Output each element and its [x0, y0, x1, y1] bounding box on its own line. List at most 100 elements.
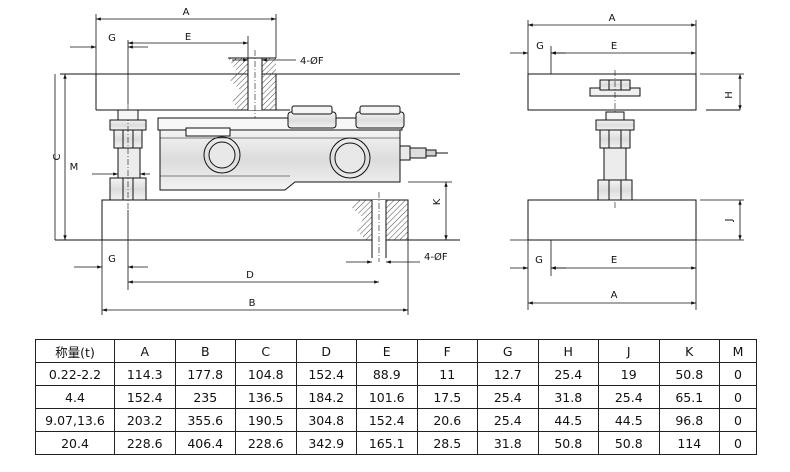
cell: 44.5	[537, 408, 599, 432]
load-cell-beam	[157, 117, 403, 191]
cell: 152.4	[295, 362, 357, 386]
end-base-plate	[527, 199, 697, 241]
cell: 0	[719, 408, 757, 432]
table-header-row: 称量(t) A B C D E F G H J K M	[35, 339, 757, 363]
cell: 96.8	[658, 408, 720, 432]
end-dim-label-e-bottom: E	[611, 255, 617, 266]
end-dim-label-h: H	[724, 91, 735, 99]
cell: 20.6	[416, 408, 478, 432]
cell: 190.5	[235, 408, 297, 432]
cell: 50.8	[537, 431, 599, 455]
cell: 355.6	[174, 408, 236, 432]
cable-connector	[399, 145, 448, 161]
cell: 4.4	[35, 385, 115, 409]
cell: 184.2	[295, 385, 357, 409]
technical-drawing: A G E 4-ØF C M K G D 4-ØF B	[52, 7, 744, 315]
end-dim-label-e-top: E	[611, 41, 617, 52]
cell: 235	[174, 385, 236, 409]
end-view: A G E H J G E A	[510, 13, 744, 310]
dim-label-f-top: 4-ØF	[300, 55, 324, 67]
cell: 25.4	[598, 385, 660, 409]
cell: 342.9	[295, 431, 357, 455]
dim-label-b: B	[249, 298, 256, 309]
cell: 50.8	[658, 362, 720, 386]
cell: 31.8	[537, 385, 599, 409]
end-dim-label-j: J	[724, 219, 735, 223]
left-mounting-bolt	[109, 104, 147, 210]
cell: 65.1	[658, 385, 720, 409]
header-c: C	[235, 339, 297, 363]
specification-table: 称量(t) A B C D E F G H J K M 0.22-2.2 114…	[35, 339, 757, 455]
bottom-bolt-hole-section	[352, 192, 408, 262]
dim-label-e: E	[185, 32, 191, 43]
header-f: F	[416, 339, 478, 363]
end-dim-label-a-bottom: A	[611, 290, 618, 301]
header-m: M	[719, 339, 757, 363]
dim-label-g-top: G	[108, 33, 116, 44]
cell: 177.8	[174, 362, 236, 386]
cell: 25.4	[537, 362, 599, 386]
cell: 0.22-2.2	[35, 362, 115, 386]
cell: 228.6	[235, 431, 297, 455]
end-dim-label-g-bottom: G	[535, 255, 543, 266]
cell: 114	[658, 431, 720, 455]
cell: 228.6	[114, 431, 176, 455]
beam-top-nuts	[287, 105, 405, 129]
end-dim-label-g-top: G	[536, 41, 544, 52]
dim-label-g-bottom: G	[108, 254, 116, 265]
cell: 165.1	[356, 431, 418, 455]
side-view-dim-labels: A G E 4-ØF C M K G D 4-ØF B	[52, 7, 448, 309]
dim-label-m: M	[70, 162, 79, 173]
header-h: H	[537, 339, 599, 363]
cell: 136.5	[235, 385, 297, 409]
top-bolt-hole-section	[228, 50, 276, 118]
side-view-dimensions	[54, 14, 452, 315]
cell: 20.4	[35, 431, 115, 455]
dim-label-f-bottom: 4-ØF	[424, 251, 448, 263]
cell: 406.4	[174, 431, 236, 455]
cell: 203.2	[114, 408, 176, 432]
cell: 50.8	[598, 431, 660, 455]
dim-label-d: D	[246, 270, 254, 281]
table-row: 20.4 228.6 406.4 228.6 342.9 165.1 28.5 …	[35, 431, 757, 455]
cell: 17.5	[416, 385, 478, 409]
dim-label-k: K	[432, 198, 443, 205]
cell: 0	[719, 431, 757, 455]
cell: 25.4	[477, 408, 539, 432]
cell: 0	[719, 362, 757, 386]
header-k: K	[658, 339, 720, 363]
end-view-dimensions	[510, 20, 744, 310]
end-bolt-stack	[595, 111, 635, 201]
end-top-plate	[527, 73, 697, 111]
cell: 88.9	[356, 362, 418, 386]
header-b: B	[174, 339, 236, 363]
header-capacity: 称量(t)	[35, 339, 115, 363]
cell: 104.8	[235, 362, 297, 386]
table-row: 4.4 152.4 235 136.5 184.2 101.6 17.5 25.…	[35, 385, 757, 409]
cell: 28.5	[416, 431, 478, 455]
header-g: G	[477, 339, 539, 363]
cell: 19	[598, 362, 660, 386]
table-row: 0.22-2.2 114.3 177.8 104.8 152.4 88.9 11…	[35, 362, 757, 386]
cell: 304.8	[295, 408, 357, 432]
cell: 31.8	[477, 431, 539, 455]
side-view: A G E 4-ØF C M K G D 4-ØF B	[52, 7, 460, 315]
cell: 0	[719, 385, 757, 409]
cell: 25.4	[477, 385, 539, 409]
dim-label-a: A	[183, 7, 190, 18]
cell: 9.07,13.6	[35, 408, 115, 432]
cell: 152.4	[356, 408, 418, 432]
cell: 44.5	[598, 408, 660, 432]
header-d: D	[295, 339, 357, 363]
cell: 11	[416, 362, 478, 386]
end-dim-label-a-top: A	[609, 13, 616, 24]
header-e: E	[356, 339, 418, 363]
cell: 152.4	[114, 385, 176, 409]
header-j: J	[598, 339, 660, 363]
end-view-dim-labels: A G E H J G E A	[535, 13, 735, 301]
dim-label-c: C	[52, 153, 63, 160]
header-a: A	[114, 339, 176, 363]
cell: 12.7	[477, 362, 539, 386]
table-row: 9.07,13.6 203.2 355.6 190.5 304.8 152.4 …	[35, 408, 757, 432]
